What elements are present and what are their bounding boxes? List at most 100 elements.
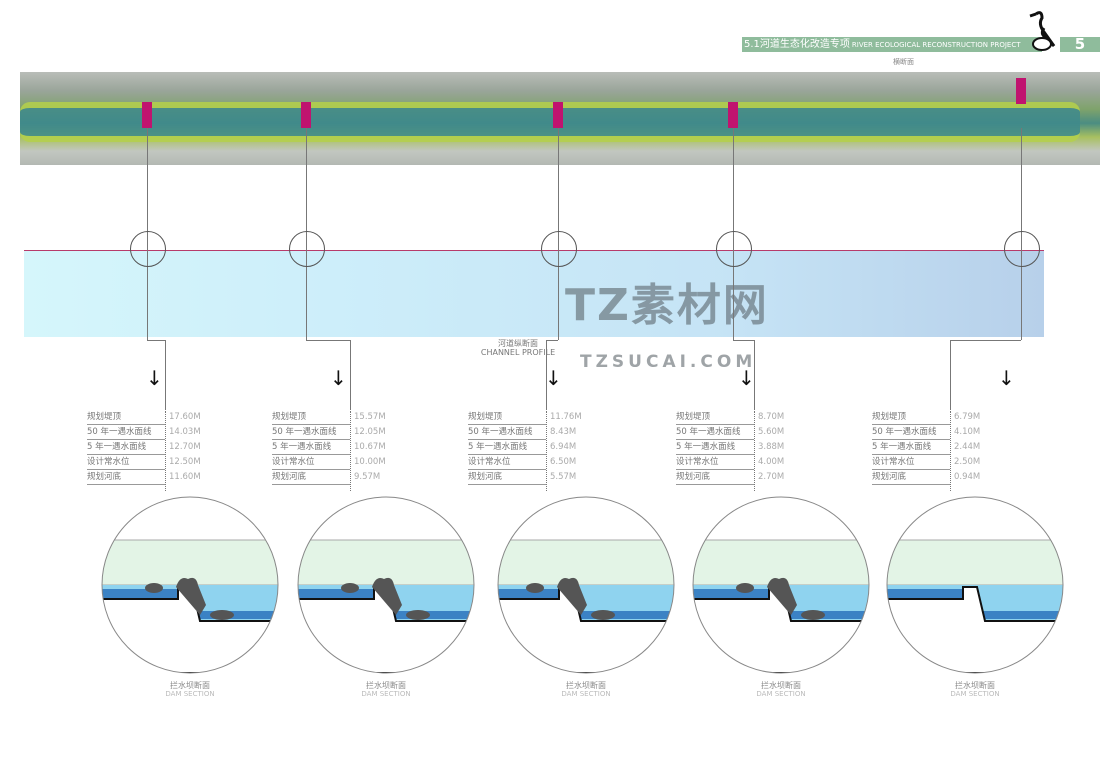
page-number: 5 [1060,37,1100,52]
elevation-row: 设计常水位 12.50M [87,456,237,471]
section-marker[interactable] [142,102,152,128]
dam-caption-cn: 拦水坝断面 [955,681,995,690]
connector-line [754,340,755,410]
profile-label-en: CHANNEL PROFILE [480,348,556,357]
elevation-value: 9.57M [354,472,381,482]
connector-line [950,340,1021,341]
elevation-label: 规划河底 [872,471,950,485]
heron-logo-icon [1029,11,1056,51]
elevation-row: 5 年一遇水面线 2.44M [872,441,1022,456]
section-ring [1004,231,1040,267]
elevation-value: 4.10M [954,427,981,437]
river-channel [20,102,1080,142]
elevation-value: 10.67M [354,442,386,452]
section-circle [101,496,279,674]
elevation-value: 6.79M [954,412,981,422]
elevation-row: 规划堤顶 11.76M [468,411,618,426]
elevation-label: 设计常水位 [87,456,165,470]
dam-profile [498,586,674,673]
elevation-label: 规划堤顶 [468,411,546,425]
title-cn: 5.1河道生态化改造专项 [744,39,850,50]
elevation-value: 11.76M [550,412,582,422]
downstream-water [983,611,1063,619]
rock [557,577,587,615]
down-arrow-icon: ↓ [545,366,562,390]
section-marker[interactable] [301,102,311,128]
elevation-row: 50 年一遇水面线 8.43M [468,426,618,441]
profile-label-cn: 河道纵断面 [498,339,538,348]
elevation-label: 设计常水位 [272,456,350,470]
connector-line [165,340,166,410]
rock [210,610,234,620]
section-ring [541,231,577,267]
down-arrow-icon: ↓ [330,366,347,390]
section-circle [886,496,1064,674]
dam-caption-en: DAM SECTION [561,690,611,698]
elevation-label: 规划堤顶 [272,411,350,425]
connector-line [733,340,754,341]
dam-profile [102,586,278,673]
flood-band [298,539,474,586]
elevation-value: 0.94M [954,472,981,482]
section-marker[interactable] [1016,78,1026,104]
elevation-label: 规划堤顶 [676,411,754,425]
downstream-water [394,611,474,619]
elevation-label: 设计常水位 [468,456,546,470]
elevation-label: 规划河底 [468,471,546,485]
elevation-label: 设计常水位 [676,456,754,470]
flood-band [102,539,278,586]
rock [736,583,754,593]
connector-line [306,340,350,341]
elevation-value: 12.50M [169,457,201,467]
flood-band [887,539,1063,586]
down-arrow-icon: ↓ [998,366,1015,390]
elevation-label: 50 年一遇水面线 [872,426,950,440]
elevation-row: 50 年一遇水面线 4.10M [872,426,1022,441]
elevation-label: 50 年一遇水面线 [468,426,546,440]
rock [526,583,544,593]
divider [950,411,951,491]
dam-profile [298,586,474,673]
elevation-row: 设计常水位 4.00M [676,456,826,471]
rock [406,610,430,620]
connector-line [350,340,351,410]
elevation-label: 50 年一遇水面线 [676,426,754,440]
section-circle [497,496,675,674]
rock [801,610,825,620]
divider [754,411,755,491]
section-marker[interactable] [553,102,563,128]
upstream-water [693,589,769,599]
elevation-label: 5 年一遇水面线 [872,441,950,455]
elevation-value: 8.43M [550,427,577,437]
elevation-value: 14.03M [169,427,201,437]
down-arrow-icon: ↓ [146,366,163,390]
elevation-value: 4.00M [758,457,785,467]
dam-section-diagram [101,496,279,674]
elevation-value: 2.44M [954,442,981,452]
elevation-label: 5 年一遇水面线 [676,441,754,455]
elevation-value: 2.70M [758,472,785,482]
elevation-value: 5.57M [550,472,577,482]
rock [372,577,402,615]
elevation-label: 5 年一遇水面线 [468,441,546,455]
elevation-label: 设计常水位 [872,456,950,470]
section-marker[interactable] [728,102,738,128]
downstream-water [198,611,278,619]
